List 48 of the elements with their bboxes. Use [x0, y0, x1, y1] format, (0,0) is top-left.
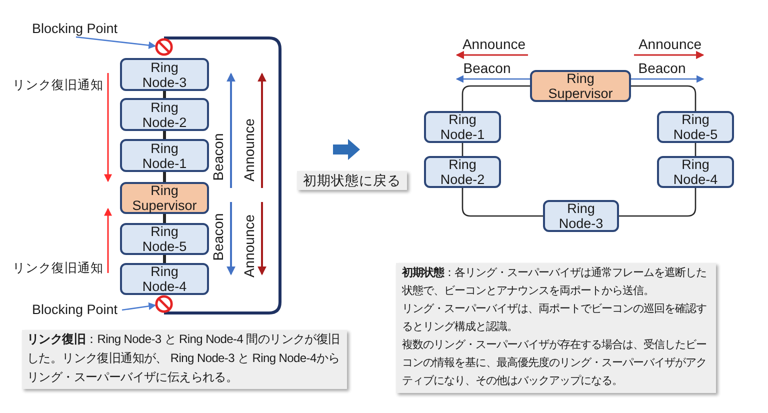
node-box: Ring Node-1	[424, 111, 501, 143]
link-line	[163, 91, 166, 98]
note-text: 初期状態：各リング・スーパーバイザは通常フレームを遮断した状態で、ビーコンとアナウンスを両ポートから送信。	[402, 266, 708, 299]
arrow-label: Announce	[241, 214, 257, 278]
annotation-label: リンク復旧通知	[12, 260, 104, 276]
annotation-label: リンク復旧通知	[12, 78, 104, 92]
supervisor-box: Ring Supervisor	[120, 182, 209, 214]
node-box: Ring Node-3	[543, 200, 619, 232]
note-text: 複数のリング・スーパーバイザが存在する場合は、受信したビーコンの情報を基に、最高優先度のリング・スーパーバイザがアクティブになり、その他はバックアップになる。	[402, 338, 708, 389]
link-line	[163, 172, 166, 182]
node-box: Ring Node-5	[120, 223, 209, 255]
caption-box: 初期状態に戻る	[297, 171, 407, 190]
edge-label: Beacon	[463, 60, 511, 76]
node-box: Ring Node-5	[657, 111, 734, 143]
node-box: Ring Node-4	[657, 156, 734, 188]
callout-label: Blocking Point	[32, 21, 122, 37]
arrow-label: Beacon	[210, 213, 226, 261]
note-text: リング・スーパーバイザは、両ポートでビーコンの巡回を確認するとリング構成と認識。	[402, 302, 708, 335]
arrow-label: Announce	[241, 118, 257, 182]
node-box: Ring Node-1	[120, 139, 209, 172]
ring-line	[694, 143, 696, 156]
leader-arrow	[122, 302, 156, 311]
ring-line	[462, 143, 464, 156]
ring-line	[462, 85, 530, 111]
node-box: Ring Node-2	[424, 156, 501, 188]
node-box: Ring Node-3	[120, 58, 209, 91]
callout-label: Blocking Point	[32, 302, 122, 318]
link-line	[163, 131, 166, 139]
link-line	[163, 255, 166, 263]
arrow-label: Beacon	[210, 133, 226, 181]
node-box: Ring Node-2	[120, 98, 209, 131]
leader-arrow	[76, 36, 156, 50]
ring-line	[462, 188, 543, 217]
note-text: リンク復旧：Ring Node-3 と Ring Node-4 間のリンクが復旧した。リンク復旧通知が、 Ring Node-3 と Ring Node-4からリング・スーパーバイザに伝えられる。	[27, 331, 341, 386]
prohibition-icon	[155, 38, 173, 56]
note-panel	[396, 263, 716, 393]
arrow	[631, 75, 704, 83]
ring-line	[631, 85, 696, 111]
prohibition-icon	[155, 295, 173, 313]
edge-label: Beacon	[638, 60, 686, 76]
loop-line	[164, 36, 282, 314]
link-line	[163, 214, 166, 223]
node-box: Ring Node-4	[120, 263, 209, 295]
ring-line	[619, 188, 696, 217]
arrow	[456, 75, 530, 83]
supervisor-box: Ring Supervisor	[530, 70, 631, 102]
arrow-label: Announce	[462, 36, 526, 52]
arrow-label: Announce	[638, 36, 702, 52]
